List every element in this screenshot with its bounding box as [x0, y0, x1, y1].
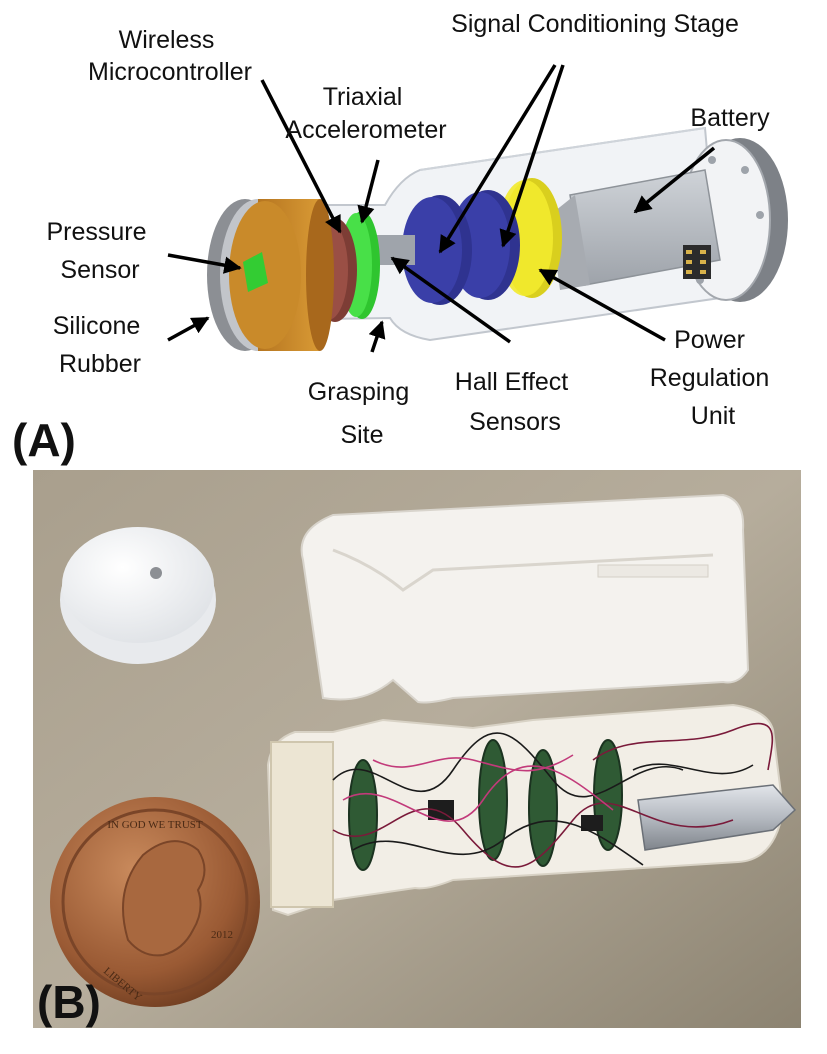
- wires: [332, 722, 774, 868]
- housing-top-half: [300, 493, 750, 704]
- device-photo: IN GOD WE TRUST LIBERTY 2012 (B): [33, 470, 801, 1028]
- circuit-boards: [348, 739, 623, 871]
- connector-pins: [683, 245, 711, 279]
- panel-label-a: (A): [12, 414, 76, 466]
- label-grasping-site: Grasping Site: [308, 378, 416, 449]
- penny-coin: IN GOD WE TRUST LIBERTY 2012: [50, 797, 260, 1007]
- label-battery: Battery: [690, 104, 770, 132]
- label-pressure-sensor: Pressure Sensor: [47, 218, 154, 284]
- label-triaxial-accelerometer: Triaxial Accelerometer: [285, 83, 446, 144]
- label-silicone-rubber: Silicone Rubber: [53, 312, 148, 378]
- housing-bottom-half: [266, 703, 785, 917]
- hall-sensor-discs: [402, 190, 520, 305]
- leader-arrows: [167, 64, 716, 353]
- panel-label-b: (B): [37, 976, 101, 1028]
- label-wireless-microcontroller: Wireless Microcontroller: [88, 26, 252, 86]
- cad-diagram: Wireless Microcontroller Triaxial Accele…: [12, 10, 788, 466]
- pressure-sensor-chip: [243, 252, 268, 292]
- label-hall-effect-sensors: Hall Effect Sensors: [455, 368, 575, 436]
- label-power-regulation-unit: Power Regulation Unit: [650, 326, 776, 430]
- silicone-cap: [207, 199, 334, 351]
- battery-photo: [637, 784, 797, 851]
- coin-motto: IN GOD WE TRUST: [107, 819, 203, 831]
- coin-year: 2012: [211, 929, 233, 941]
- silicone-cap-photo: [60, 527, 216, 664]
- label-signal-conditioning-stage: Signal Conditioning Stage: [451, 10, 739, 38]
- lincoln-profile-icon: [122, 840, 206, 957]
